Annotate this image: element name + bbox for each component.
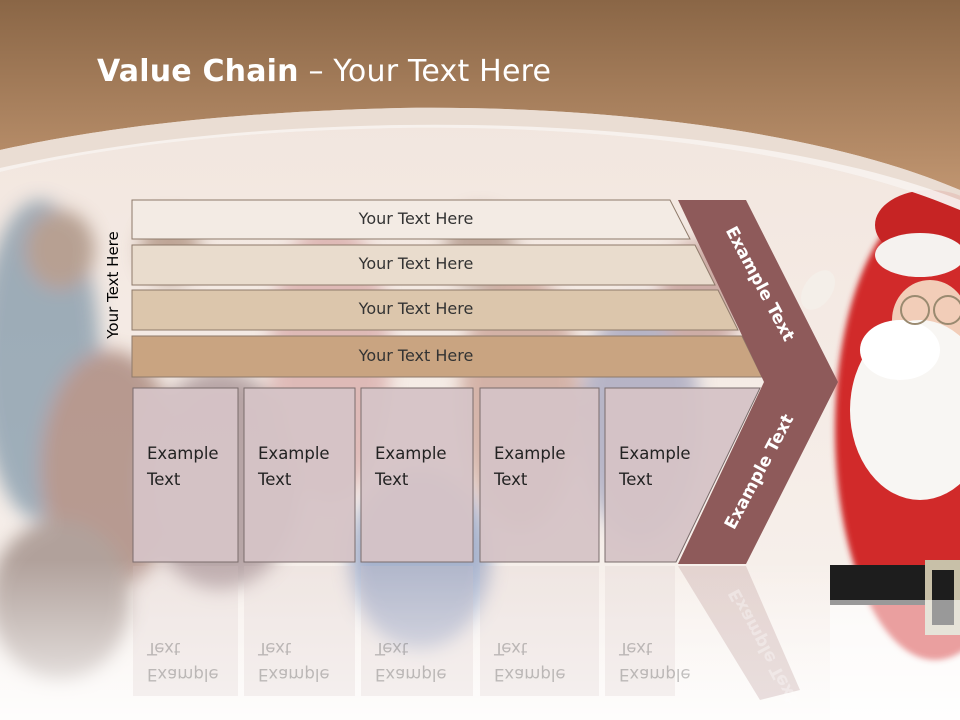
example-box-reflection [361,566,473,696]
slide-title: Value Chain – Your Text Here [97,54,551,89]
row-label: Your Text Here [358,345,474,365]
row-bar [131,199,691,240]
row-bar [131,289,739,331]
row-label: Your Text Here [358,254,474,273]
row-label: Your Text Here [358,208,474,228]
example-box [604,387,761,563]
santa-illustration [800,190,960,720]
title-bold: Value Chain [97,54,299,89]
example-box-reflection [480,566,599,696]
row-label: Your Text Here [358,299,474,318]
chevron-reflection [678,566,800,700]
example-box-reflection [133,566,238,696]
example-box [243,387,356,563]
example-box [132,387,239,563]
example-box [479,387,600,563]
example-box-reflection [605,566,675,696]
chevron-arrow [678,200,838,564]
example-box-reflection [244,566,355,696]
row-bar [131,244,716,286]
title-rest: – Your Text Here [298,54,552,89]
example-box [360,387,474,563]
